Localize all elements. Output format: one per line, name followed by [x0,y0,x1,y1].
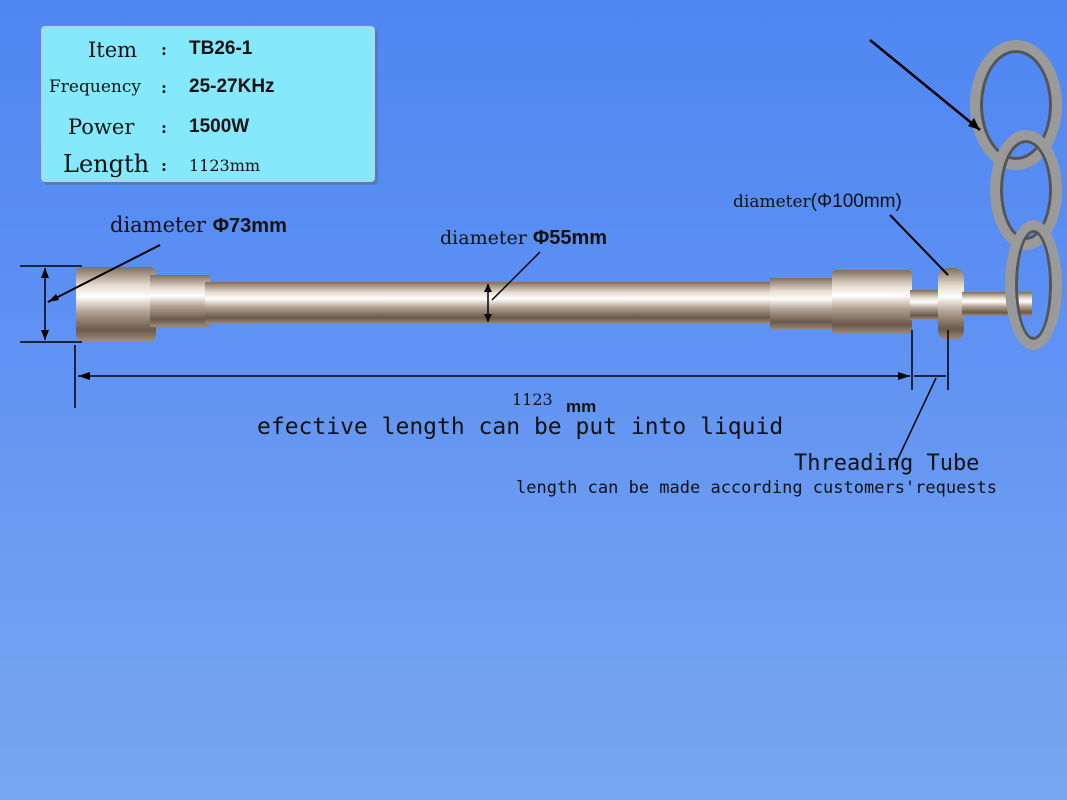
cable-coil [1005,220,1062,350]
spec-label: Power [68,115,135,139]
spec-colon: : [161,156,167,175]
diameter-value: Φ55mm [532,227,608,249]
length-unit: mm [566,397,597,416]
diameter-label: diameter [733,192,811,212]
spec-value: TB26-1 [189,38,253,59]
diameter-left-annotation: diameter Φ73mm [110,213,287,238]
spec-value: 25-27KHz [189,76,275,97]
spec-row-length: Length : 1123mm [43,148,373,186]
spec-colon: : [161,118,167,137]
spec-label: Length [63,150,150,178]
spec-row-frequency: Frequency : 25-27KHz [43,70,373,108]
spec-value: 1500W [189,116,250,137]
tube-end-cap-right [832,270,912,334]
diameter-value: Φ73mm [212,215,287,237]
spec-value: 1123mm [189,156,261,175]
length-caption: efective length can be put into liquid [257,414,784,440]
spec-colon: : [161,40,167,59]
tube-collar-right [770,278,840,330]
tube-flange [938,268,964,340]
tube-end-cap-left [76,267,156,341]
diameter-label: diameter [110,213,206,237]
spec-colon: : [161,78,167,97]
spec-box: Item : TB26-1 Frequency : 25-27KHz Power… [41,26,375,182]
diameter-value: (Φ100mm) [810,191,902,212]
diameter-right-annotation: diameter(Φ100mm) [733,191,902,213]
length-value: 1123 [512,390,553,409]
diameter-middle-annotation: diameter Φ55mm [440,227,607,250]
diameter-label: diameter [440,227,527,249]
spec-label: Item [88,38,138,62]
spec-row-power: Power : 1500W [43,110,373,148]
tube-collar-left [150,275,210,327]
tube-neck [910,290,940,320]
threading-tube-note: length can be made according customers'r… [516,478,998,498]
spec-label: Frequency [49,77,141,97]
spec-row-item: Item : TB26-1 [43,32,373,70]
threading-tube-label: Threading Tube [794,451,980,476]
